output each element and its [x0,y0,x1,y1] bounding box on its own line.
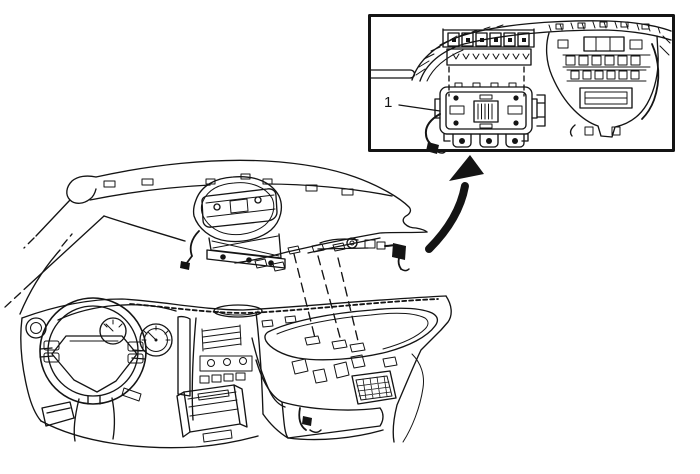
panel-edge-bar [369,69,416,79]
connector-row [442,28,535,48]
knee-panel [41,401,75,427]
steering-column [73,397,116,442]
callout-1-leader [398,104,441,112]
turn-signal-stalk [121,387,142,402]
side-vent-left [25,317,47,339]
clip-strip [446,48,532,66]
inset-detail-view [368,14,675,154]
curved-arrow-icon [425,155,484,253]
alignment-dash-lines [287,242,360,346]
panel-harness-connector [317,237,410,272]
instrument-cluster [57,304,191,397]
inset-box [368,14,675,152]
airbag-module-detail [434,82,546,135]
upper-trim-panel [3,159,428,309]
passenger-vent [351,370,397,405]
wiring-pigtail [424,113,447,154]
center-stack-rear-view [545,32,671,138]
airbag-opening [264,307,439,361]
callout-1-label: 1 [384,94,393,111]
center-stack [176,311,289,443]
glove-box-opening [255,359,384,441]
radio-unit [176,384,248,438]
dash-face-openings [291,354,398,384]
panel-airbag-assembly [180,173,286,270]
module-mounting-bracket [443,133,529,148]
defroster-vent [213,304,263,318]
lower-dashboard [19,249,452,449]
steering-wheel [39,297,147,442]
steering-center-pad [51,335,138,393]
